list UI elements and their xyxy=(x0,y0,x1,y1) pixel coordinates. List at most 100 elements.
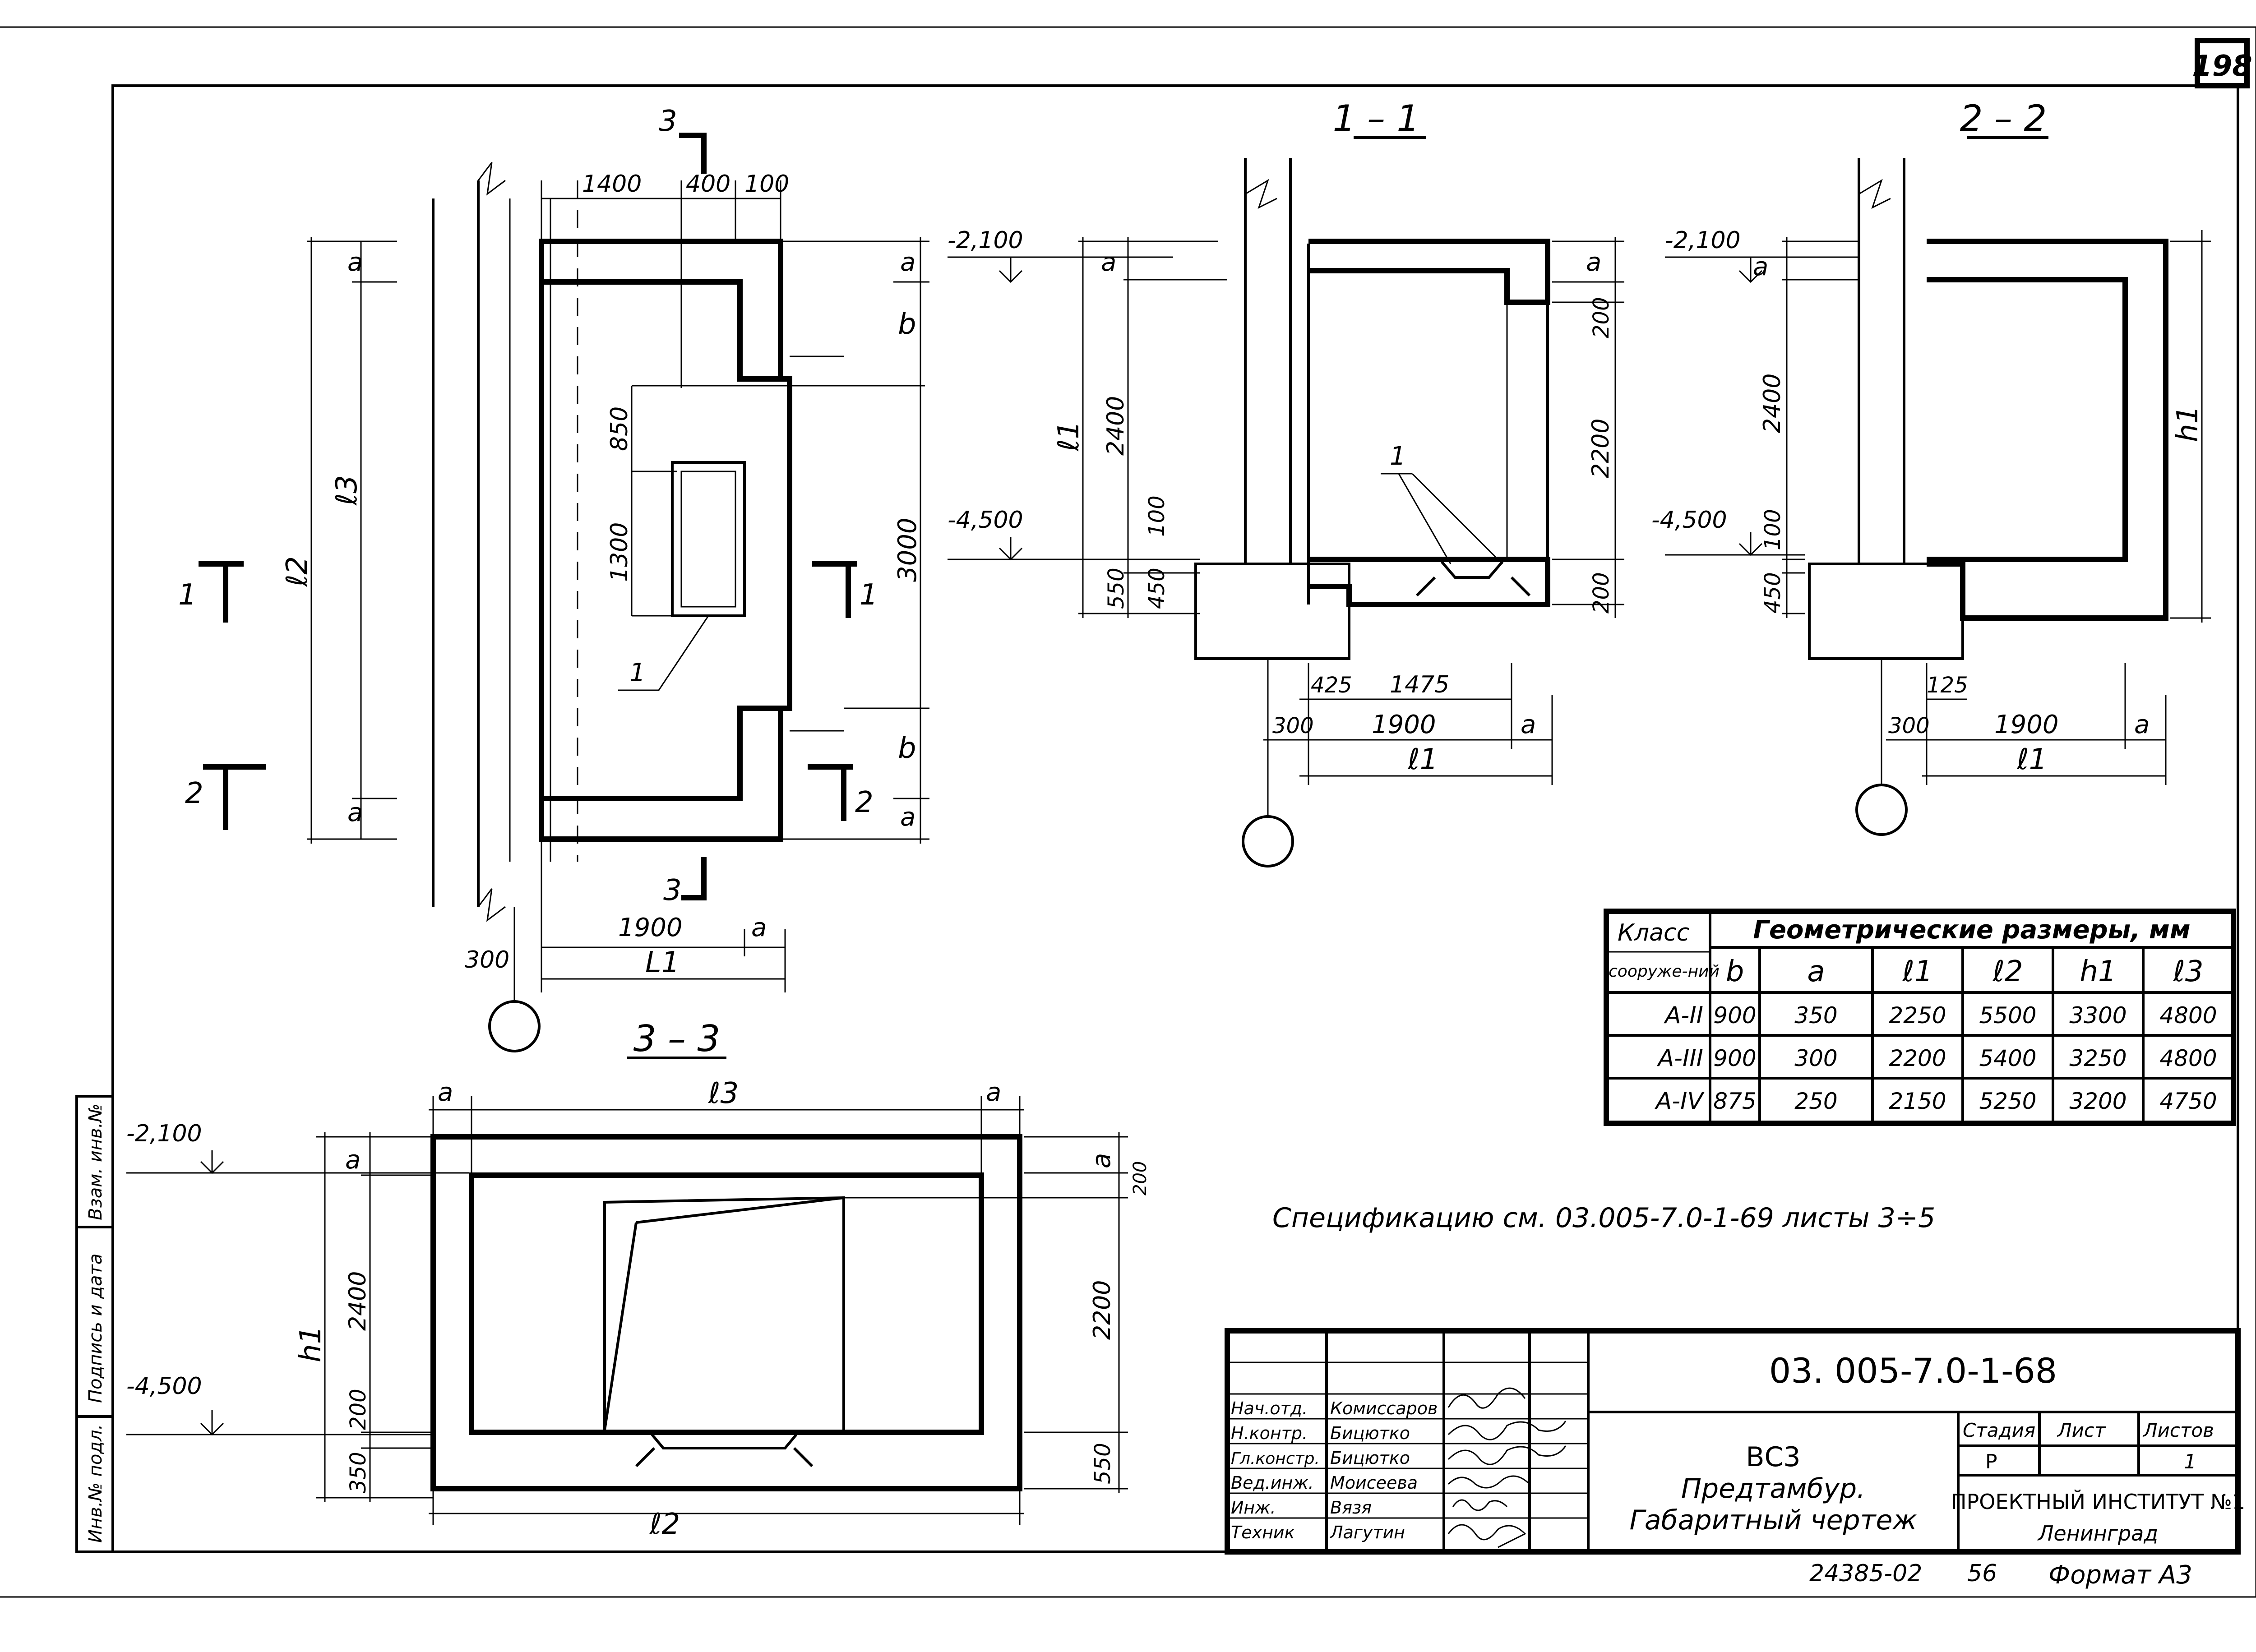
org-name: ПРОЕКТНЫЙ ИНСТИТУТ №1 xyxy=(1951,1490,2245,1514)
signer-row: Техник Лагутин xyxy=(1231,1523,1405,1542)
s2-dim-100: 100 xyxy=(1760,509,1785,550)
title-line-1: ВС3 xyxy=(1746,1441,1800,1473)
col-b: b xyxy=(1726,955,1744,988)
signer-row: Н.контр. Бицютко xyxy=(1231,1423,1410,1443)
signer-name: Моисеева xyxy=(1330,1473,1418,1493)
section-3-3: 3 – 3 -2,100 -4,500 a ℓ3 a a 240 xyxy=(126,1018,1151,1541)
s1-dim-1900: 1900 xyxy=(1372,710,1436,739)
s1-elev-top: -2,100 xyxy=(948,227,1023,254)
side-stamp-replace: Взам. инв.№ xyxy=(85,1103,106,1220)
row-l2: 5250 xyxy=(1979,1088,2036,1114)
plan-dim-b-bottom: b xyxy=(898,732,916,765)
row-b: 900 xyxy=(1713,1045,1756,1071)
s3-dim-a: a xyxy=(345,1145,361,1175)
plan-dim-a-right-bottom: a xyxy=(900,803,915,832)
signer-role: Н.контр. xyxy=(1231,1423,1308,1443)
col-a: a xyxy=(1807,955,1825,988)
signer-row: Вед.инж. Моисеева xyxy=(1231,1473,1418,1493)
s3-dim-350: 350 xyxy=(346,1452,371,1493)
s3-elev-top: -2,100 xyxy=(126,1120,202,1147)
signatures xyxy=(1447,1387,1567,1548)
s2-dim-2400: 2400 xyxy=(1759,374,1786,433)
signer-row: Нач.отд. Комиссаров xyxy=(1231,1398,1438,1418)
s3-dim-l2: ℓ2 xyxy=(649,1508,680,1541)
title-block: Нач.отд. Комиссаров Н.контр. Бицютко Гл.… xyxy=(1225,1328,2245,1555)
signer-role: Инж. xyxy=(1231,1498,1276,1518)
s3-dim-a-right: a xyxy=(986,1078,1001,1107)
plan-dim-a-right-top: a xyxy=(900,248,915,277)
section-3-3-title: 3 – 3 xyxy=(633,1018,721,1060)
plan-dim-a-top: a xyxy=(347,248,363,277)
table-class-sub: сооруже-ний xyxy=(1609,962,1720,981)
row-b: 900 xyxy=(1713,1002,1756,1029)
s2-dim-l1: ℓ1 xyxy=(2016,743,2047,776)
signer-row: Инж. Вязя xyxy=(1231,1498,1372,1518)
s3-dim-2200: 2200 xyxy=(1089,1280,1116,1340)
row-l2: 5400 xyxy=(1979,1045,2036,1071)
cut-2-left: 2 xyxy=(185,777,203,810)
s2-dim-a-bottom: a xyxy=(2134,710,2150,739)
s3-elev-bottom: -4,500 xyxy=(126,1373,202,1400)
cut-2-right: 2 xyxy=(855,786,874,819)
s1-dim-200-top: 200 xyxy=(1589,297,1614,338)
s1-dim-a-right: a xyxy=(1586,248,1601,277)
plan-dim-b-top: b xyxy=(898,308,916,341)
row-h1: 3200 xyxy=(2069,1088,2127,1114)
section-2-2-title: 2 – 2 xyxy=(1960,97,2047,139)
sheet-frame: 198 xyxy=(0,26,2256,1598)
section-2-2: 2 – 2 -2,100 -4,500 a 2400 100 450 h1 xyxy=(1651,97,2211,836)
s1-dim-300: 300 xyxy=(1272,713,1314,738)
col-l3: ℓ3 xyxy=(2173,955,2203,988)
section-1-1-title: 1 – 1 xyxy=(1333,97,1420,139)
s1-elev-bottom: -4,500 xyxy=(948,507,1023,534)
spec-note: Спецификацию см. 03.005-7.0-1-69 листы 3… xyxy=(1272,1202,1935,1234)
s2-dim-1900: 1900 xyxy=(1994,710,2059,739)
sheet-header: Лист xyxy=(2057,1419,2106,1441)
s3-dim-h1: h1 xyxy=(294,1326,328,1362)
row-l2: 5500 xyxy=(1979,1002,2036,1029)
s3-dim-2400: 2400 xyxy=(344,1271,371,1331)
row-class: А-III xyxy=(1657,1045,1703,1072)
section-1-1: 1 – 1 1 -2,100 -4,500 xyxy=(948,97,1624,868)
title-line-2: Предтамбур. xyxy=(1681,1473,1865,1504)
s1-dim-l1: ℓ1 xyxy=(1407,743,1438,776)
stage-value: Р xyxy=(1985,1450,1997,1473)
row-a: 250 xyxy=(1794,1088,1837,1114)
s1-dim-1475: 1475 xyxy=(1390,671,1449,698)
plan-dim-L1: L1 xyxy=(645,946,680,979)
signer-name: Комиссаров xyxy=(1330,1398,1438,1418)
row-l3: 4800 xyxy=(2159,1002,2217,1029)
row-b: 875 xyxy=(1713,1088,1756,1114)
row-a: 350 xyxy=(1794,1002,1837,1029)
stage-header: Стадия xyxy=(1963,1419,2035,1441)
side-stamp-sign: Подпись и дата xyxy=(85,1254,106,1403)
plan-view: 850 1300 1400 400 100 a ℓ3 ℓ2 a a b 3000… xyxy=(178,105,929,1052)
s2-dim-450: 450 xyxy=(1760,572,1785,614)
section-1-1-callout: 1 xyxy=(1390,442,1406,471)
signer-role: Нач.отд. xyxy=(1231,1398,1308,1418)
format-label: Формат А3 xyxy=(2048,1560,2192,1590)
table-row: А-IV 875 250 2150 5250 3200 4750 xyxy=(1655,1088,2217,1115)
row-l3: 4800 xyxy=(2159,1045,2217,1071)
plan-dim-400: 400 xyxy=(686,171,730,198)
plan-callout: 1 xyxy=(629,658,646,688)
signer-role: Техник xyxy=(1231,1523,1295,1542)
side-stamp-inv: Инв.№ подл. xyxy=(85,1424,106,1543)
signer-name: Лагутин xyxy=(1329,1523,1405,1542)
archive-suffix: 56 xyxy=(1967,1560,1997,1587)
s1-dim-a-bottom: a xyxy=(1521,710,1536,739)
s1-dim-550: 550 xyxy=(1104,568,1129,609)
s3-dim-a-left: a xyxy=(438,1078,453,1107)
plan-dim-a-bottom-right: a xyxy=(751,913,767,942)
row-l1: 2150 xyxy=(1889,1088,1946,1114)
s2-dim-a: a xyxy=(1753,252,1768,281)
s1-dim-450: 450 xyxy=(1144,568,1170,609)
table-row: А-III 900 300 2200 5400 3250 4800 xyxy=(1657,1045,2217,1072)
cut-3-top: 3 xyxy=(659,105,677,138)
s3-dim-200-r: 200 xyxy=(1130,1161,1151,1195)
plan-dim-l2: ℓ2 xyxy=(281,556,314,587)
plan-dim-1900: 1900 xyxy=(618,913,683,942)
cut-1-right: 1 xyxy=(860,578,878,612)
row-l1: 2200 xyxy=(1889,1045,1946,1071)
